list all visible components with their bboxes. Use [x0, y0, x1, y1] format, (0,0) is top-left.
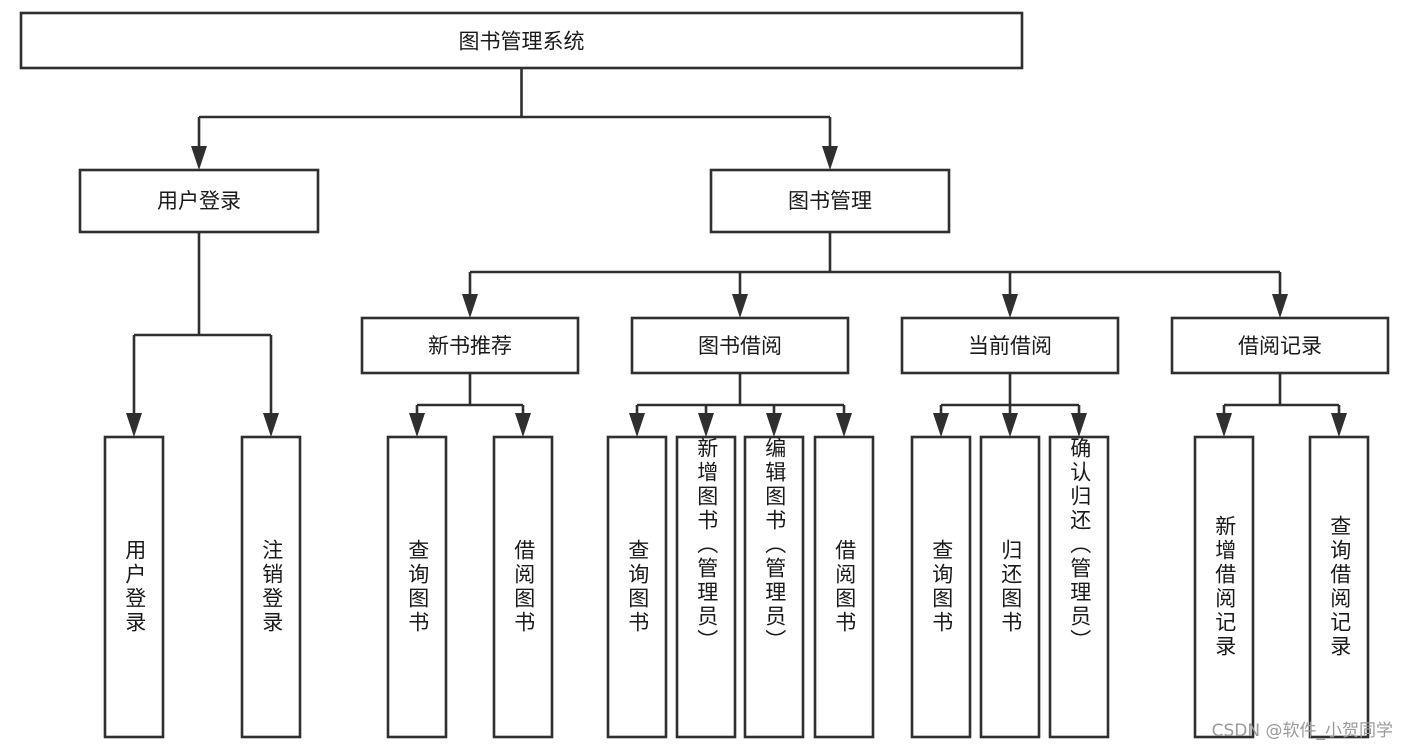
leaf-box-query-book-3[interactable]	[910, 435, 972, 739]
node-book-management[interactable]: 图书管理	[709, 168, 951, 234]
node-borrow-record[interactable]: 借阅记录	[1170, 316, 1390, 375]
leaf-boxes	[103, 435, 1370, 739]
leaf-box-confirm-return[interactable]	[1048, 435, 1110, 739]
node-new-book-recommend[interactable]: 新书推荐	[360, 316, 580, 375]
leaf-box-return-book[interactable]	[979, 435, 1041, 739]
connector-root-to-level2	[191, 68, 838, 170]
leaf-box-query-book-2[interactable]	[606, 435, 668, 739]
node-new-book-recommend-label: 新书推荐	[428, 334, 512, 358]
node-user-login[interactable]: 用户登录	[78, 168, 320, 234]
leaf-box-query-record[interactable]	[1308, 435, 1370, 739]
node-current-borrow[interactable]: 当前借阅	[900, 316, 1120, 375]
connector-new-book-to-leaves	[409, 373, 531, 437]
leaf-box-logout[interactable]	[240, 435, 302, 739]
connector-book-mgmt-to-level3	[462, 232, 1288, 318]
leaf-box-user-login[interactable]	[103, 435, 165, 739]
node-root-label: 图书管理系统	[459, 30, 585, 54]
node-user-login-label: 用户登录	[157, 189, 241, 213]
node-book-borrow[interactable]: 图书借阅	[630, 316, 850, 375]
node-current-borrow-label: 当前借阅	[968, 334, 1052, 358]
leaf-box-add-book[interactable]	[675, 435, 737, 739]
leaf-box-query-book-1[interactable]	[386, 435, 448, 739]
node-book-borrow-label: 图书借阅	[698, 334, 782, 358]
leaf-box-add-record[interactable]	[1193, 435, 1255, 739]
connector-borrow-record-to-leaves	[1216, 373, 1347, 437]
leaf-box-edit-book[interactable]	[743, 435, 805, 739]
connector-user-login-to-leaves	[126, 232, 279, 437]
csdn-watermark: CSDN @软件_小贺同学	[1211, 721, 1393, 741]
connector-current-borrow-to-leaves	[933, 373, 1087, 437]
leaf-box-borrow-book-1[interactable]	[492, 435, 554, 739]
node-root-system[interactable]: 图书管理系统	[19, 11, 1024, 70]
leaf-box-borrow-book-2[interactable]	[813, 435, 875, 739]
node-borrow-record-label: 借阅记录	[1238, 334, 1322, 358]
node-book-management-label: 图书管理	[788, 189, 872, 213]
connector-book-borrow-to-leaves	[629, 373, 852, 437]
